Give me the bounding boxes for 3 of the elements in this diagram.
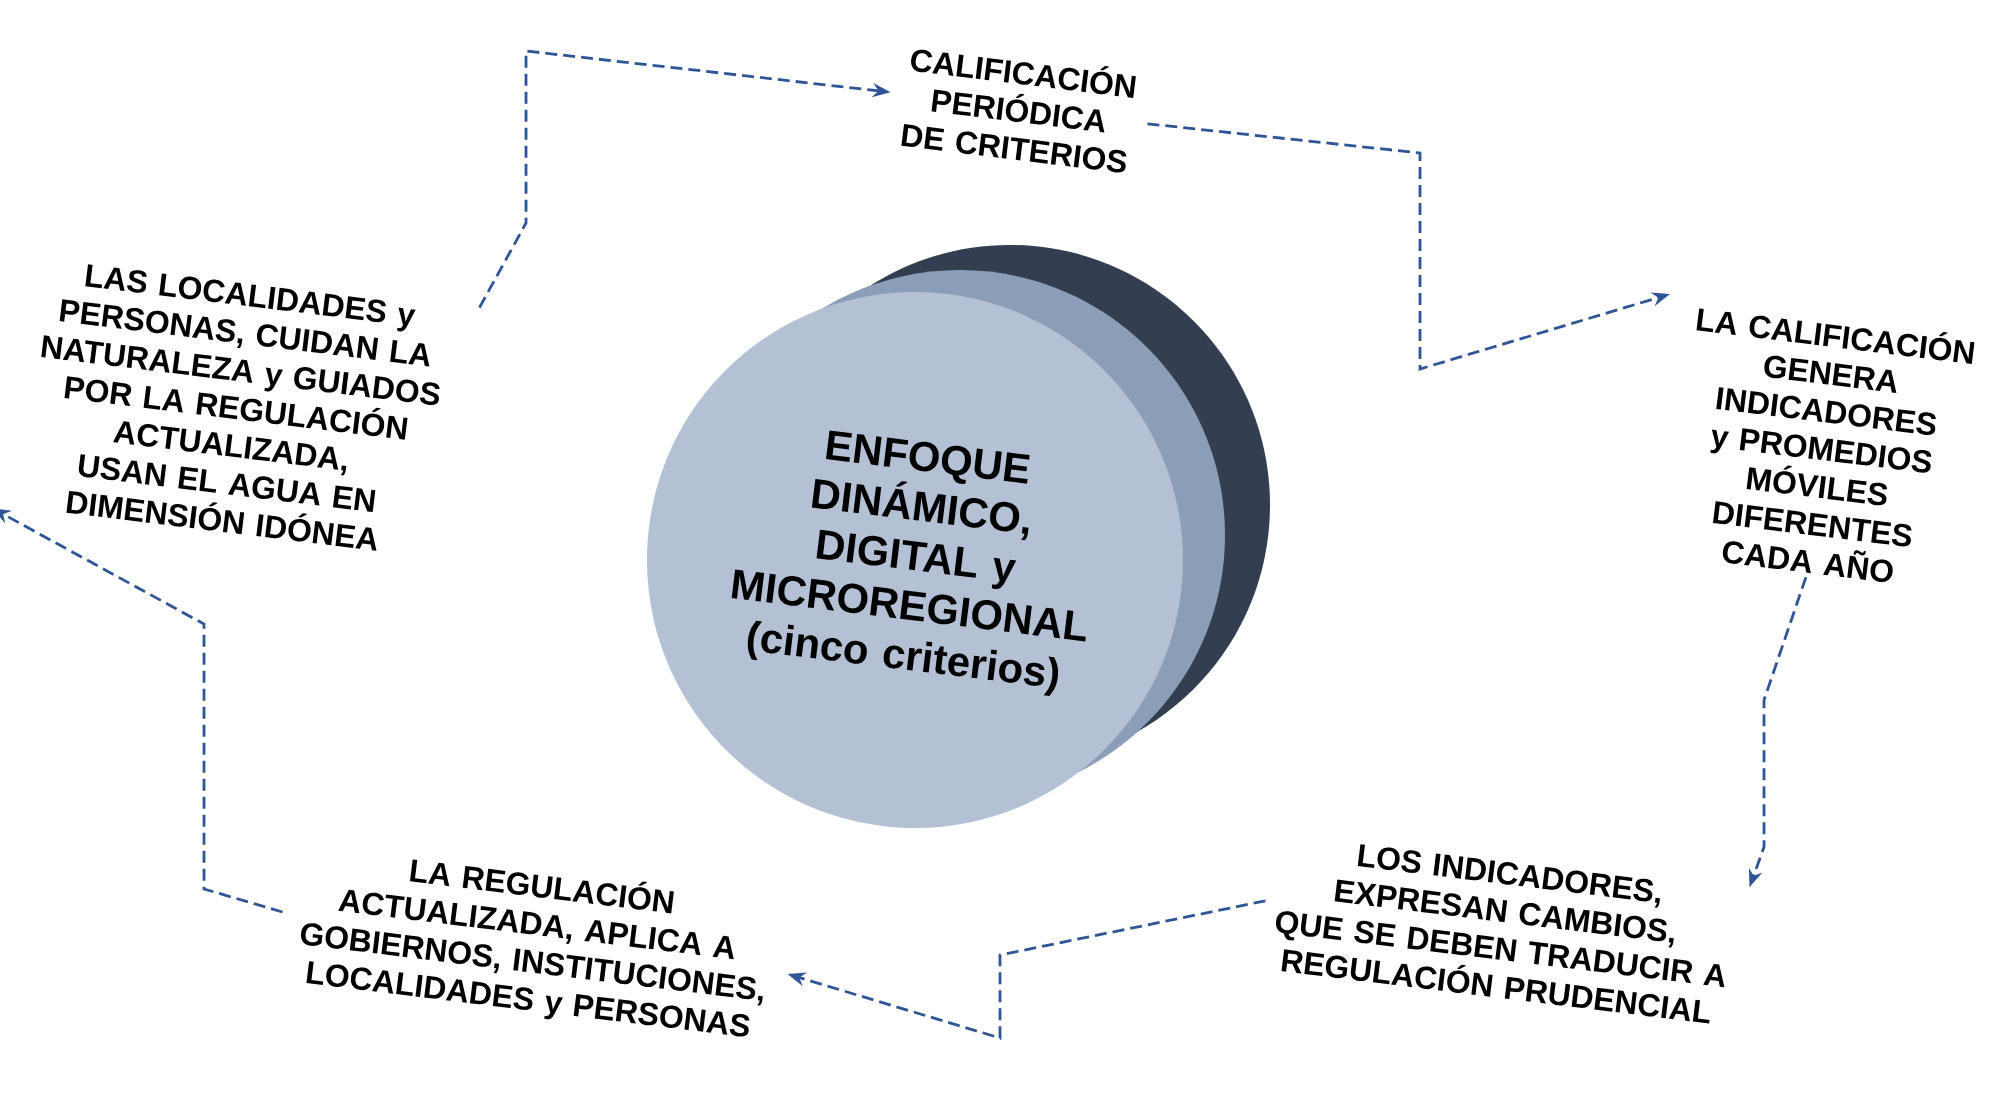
dashed-arrow [0,508,283,914]
cycle-step-text: CALIFICACIÓN PERIÓDICA DE CRITERIOS [901,49,1136,173]
cycle-step-text: LA CALIFICACIÓN GENERA INDICADORES y PROMEDIOS MÓVILES DIFERENTES CADA AÑO [1696,308,1975,583]
